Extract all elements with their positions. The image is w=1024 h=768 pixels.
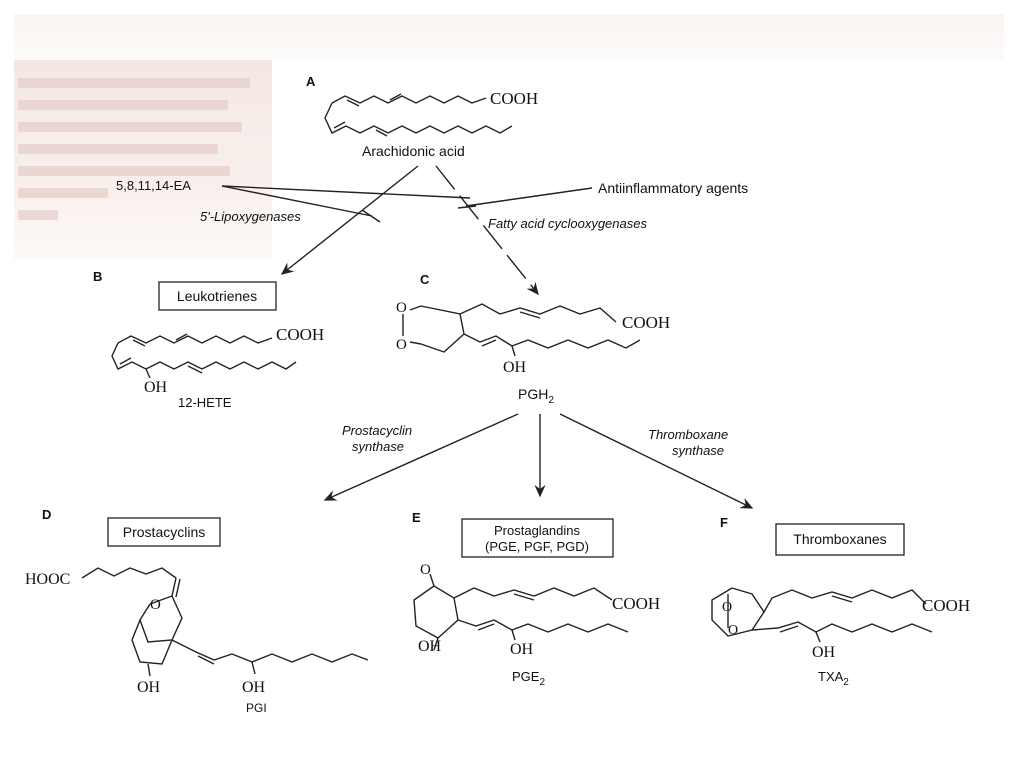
pgh2-structure (402, 303, 641, 357)
pgi-structure (81, 567, 369, 677)
block-bar (361, 209, 381, 223)
arrow-to-leukotrienes (280, 165, 419, 275)
antiinflammatory-inhibition-line (465, 187, 593, 207)
oh-group: OH (137, 679, 161, 696)
bleed-line (18, 210, 58, 220)
pgh2-label: PGH2 (518, 386, 554, 406)
txa2-label: TXA2 (818, 669, 849, 688)
oh-group: OH (418, 638, 442, 655)
lipoxygenase-label: 5'-Lipoxygenases (200, 209, 301, 224)
eta-inhibitor-label: 5,8,11,14-EA (116, 178, 191, 193)
hete-structure (111, 333, 297, 379)
panel-label-d: D (42, 507, 51, 522)
antiinflammatory-label: Antiinflammatory agents (598, 180, 748, 196)
oh-group: OH (242, 679, 266, 696)
panel-label-c: C (420, 272, 430, 287)
prostacyclin-synthase-label-1: Prostacyclin (342, 423, 412, 438)
pgi-label-partial: PGI (246, 701, 267, 715)
arrow-to-prostacyclins (323, 413, 519, 501)
cooh-group: COOH (612, 594, 660, 613)
bleed-line (18, 78, 250, 88)
prostaglandins-label-1: Prostaglandins (494, 523, 580, 538)
bleed-line (18, 100, 228, 110)
thromboxane-synthase-label-1: Thromboxane (648, 427, 728, 442)
cooh-group: COOH (922, 596, 970, 615)
prostaglandins-box (461, 518, 614, 558)
pge2-label: PGE2 (512, 669, 545, 688)
pge2-structure (413, 573, 629, 651)
ring-oxygen: O (728, 623, 738, 638)
peroxide-o-top: O (396, 300, 407, 316)
peroxide-o-bottom: O (396, 337, 407, 353)
cooh-group: COOH (622, 313, 670, 332)
arachidonic-acid-label: Arachidonic acid (362, 143, 465, 159)
prostacyclins-label: Prostacyclins (123, 524, 205, 540)
thromboxanes-label: Thromboxanes (793, 531, 886, 547)
arrow-to-pgh2 (435, 165, 539, 296)
cooh-group: COOH (490, 89, 538, 108)
thromboxanes-box (775, 523, 905, 556)
hooc-group: HOOC (25, 571, 70, 588)
bleed-line (18, 144, 218, 154)
arrow-to-thromboxanes (559, 413, 754, 509)
ring-oxygen: O (722, 600, 732, 615)
thromboxane-synthase-label-2: synthase (672, 443, 724, 458)
scan-bleed-top (14, 14, 1004, 60)
scan-bleed-left (14, 60, 272, 260)
block-bar (457, 205, 477, 209)
bleed-line (18, 122, 242, 132)
cooh-group: COOH (276, 325, 324, 344)
panel-label-e: E (412, 510, 421, 525)
arachidonic-acid-structure (324, 93, 513, 137)
oh-group: OH (812, 644, 836, 661)
prostacyclin-synthase-label-2: synthase (352, 439, 404, 454)
leukotrienes-label: Leukotrienes (177, 288, 257, 304)
eta-inhibition-line (221, 185, 471, 199)
oh-group: OH (144, 379, 168, 396)
eta-inhibition-line (221, 185, 373, 217)
oh-group: OH (503, 359, 527, 376)
bleed-line (18, 166, 230, 176)
txa2-structure (711, 587, 933, 643)
panel-label-a: A (306, 74, 316, 89)
cyclooxygenase-label: Fatty acid cyclooxygenases (488, 216, 647, 231)
bleed-line (18, 188, 108, 198)
oh-group: OH (510, 641, 534, 658)
ring-oxygen: O (150, 597, 161, 613)
ketone-oxygen: O (420, 562, 431, 578)
panel-label-f: F (720, 515, 728, 530)
hete-label: 12-HETE (178, 395, 232, 410)
prostacyclins-box (107, 517, 221, 547)
prostaglandins-label-2: (PGE, PGF, PGD) (485, 539, 589, 554)
panel-label-b: B (93, 269, 102, 284)
leukotrienes-box (158, 281, 277, 311)
